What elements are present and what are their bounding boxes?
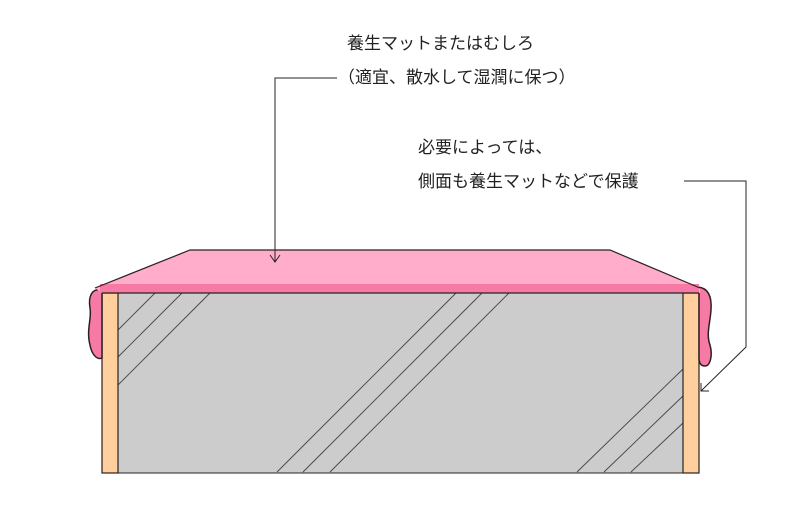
leader-side [684,180,747,392]
leader-mat [269,77,337,263]
curing-mat-edge [100,284,699,293]
formwork-left [101,292,119,474]
mat-drape-right [697,286,712,367]
formwork-right [682,292,700,474]
concrete-hatching [117,292,684,473]
mat-label-line1: 養生マットまたはむしろ [347,34,534,54]
mat-label-line2: （適宜、散水して湿潤に保つ） [338,68,576,88]
side-label-line1: 必要によっては、 [418,138,553,158]
curing-mat-top [95,250,700,293]
side-label-line2: 側面も養生マットなどで保護 [418,172,639,192]
concrete-body [117,292,684,474]
mat-drape-left [87,288,103,360]
